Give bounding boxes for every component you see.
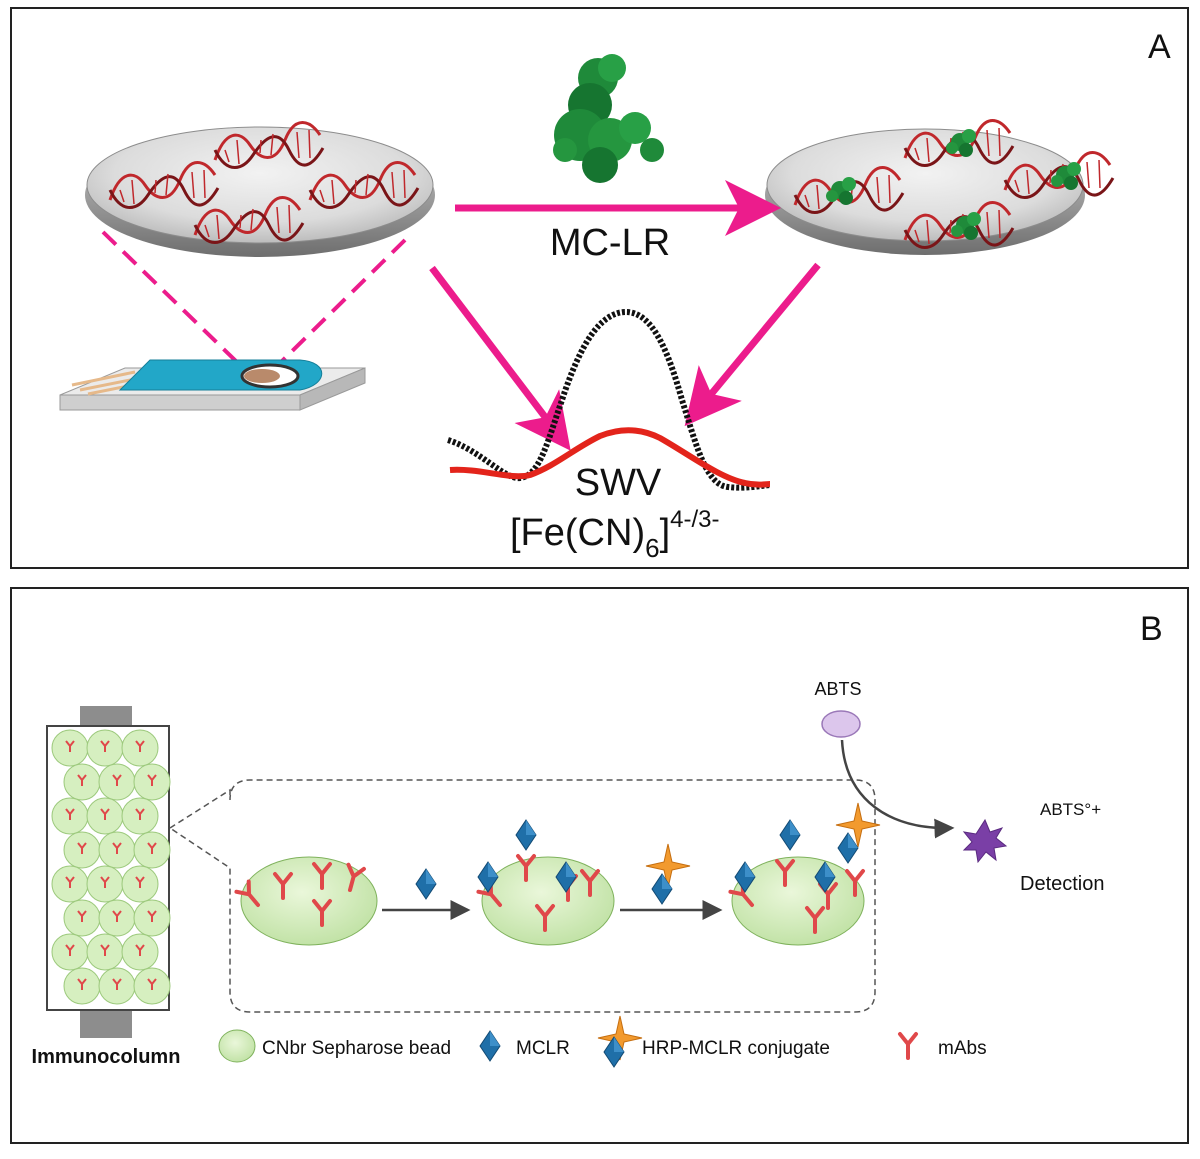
panel-a: A [10, 7, 1189, 569]
bead-with-antibodies [234, 856, 378, 946]
column-antibody [77, 842, 87, 854]
legend-label-mclr: MCLR [516, 1038, 570, 1059]
after-signal-arrow [684, 262, 821, 427]
column-antibody [112, 774, 122, 786]
abts-label: ABTS [814, 679, 861, 699]
bead-with-hrp-conjugate [728, 802, 881, 946]
column-antibody [135, 740, 145, 752]
probe-formula-base: [Fe(CN) [510, 512, 645, 554]
panel-b-label: B [1140, 610, 1163, 648]
screen-printed-electrode-icon [59, 359, 366, 411]
column-antibody [77, 774, 87, 786]
aptamer-electrode-disc [85, 121, 435, 257]
detection-label: Detection [1020, 873, 1105, 895]
column-antibody [147, 842, 157, 854]
legend-label-mabs: mAbs [938, 1038, 987, 1059]
legend-label-hrp-conjugate: HRP-MCLR conjugate [642, 1038, 830, 1059]
column-antibody [147, 978, 157, 990]
legend: CNbr Sepharose bead MCLR HRP-MCLR conjug… [218, 1015, 987, 1068]
abts-product-label: ABTS°+ [1040, 800, 1101, 819]
mc-lr-protein-icon [553, 54, 664, 183]
column-antibody [65, 808, 75, 820]
probe-formula: [Fe(CN)6]4-/3- [510, 506, 720, 563]
column-antibody [65, 740, 75, 752]
column-antibody [77, 910, 87, 922]
zoom-callout [168, 779, 876, 1013]
reaction-label: MC-LR [550, 222, 670, 264]
column-antibody [100, 876, 110, 888]
column-antibody [112, 910, 122, 922]
legend-bead-icon [218, 1029, 256, 1063]
probe-formula-superscript: 4-/3- [670, 506, 719, 533]
column-label: Immunocolumn [32, 1046, 181, 1068]
column-antibody [147, 910, 157, 922]
abts-icon [821, 710, 861, 738]
column-antibody [112, 842, 122, 854]
legend-label-bead: CNbr Sepharose bead [262, 1038, 451, 1059]
column-antibody [135, 944, 145, 956]
before-signal-arrow [429, 265, 571, 451]
zoom-line-left [101, 230, 242, 367]
column-antibody [100, 740, 110, 752]
column-antibody [112, 978, 122, 990]
abts-product-icon [962, 818, 1008, 864]
technique-label: SWV [575, 462, 662, 504]
column-antibody [100, 808, 110, 820]
panel-b-frame [10, 587, 1189, 1144]
probe-formula-subscript: 6 [645, 533, 659, 563]
panel-b: B Immunocolumn [10, 587, 1189, 1144]
column-antibody [135, 876, 145, 888]
oxidation-arrow [840, 739, 955, 839]
panel-a-label: A [1148, 28, 1171, 66]
column-antibody [65, 876, 75, 888]
zoom-line-right [276, 238, 407, 367]
swv-curve-after [449, 427, 771, 488]
column-antibody [147, 774, 157, 786]
column-antibody [77, 978, 87, 990]
column-antibody [135, 808, 145, 820]
probe-formula-close: ] [660, 512, 671, 554]
column-antibody [65, 944, 75, 956]
column-antibody [100, 944, 110, 956]
bead-with-bound-mclr [476, 819, 615, 946]
immunocolumn-icon [46, 706, 171, 1038]
